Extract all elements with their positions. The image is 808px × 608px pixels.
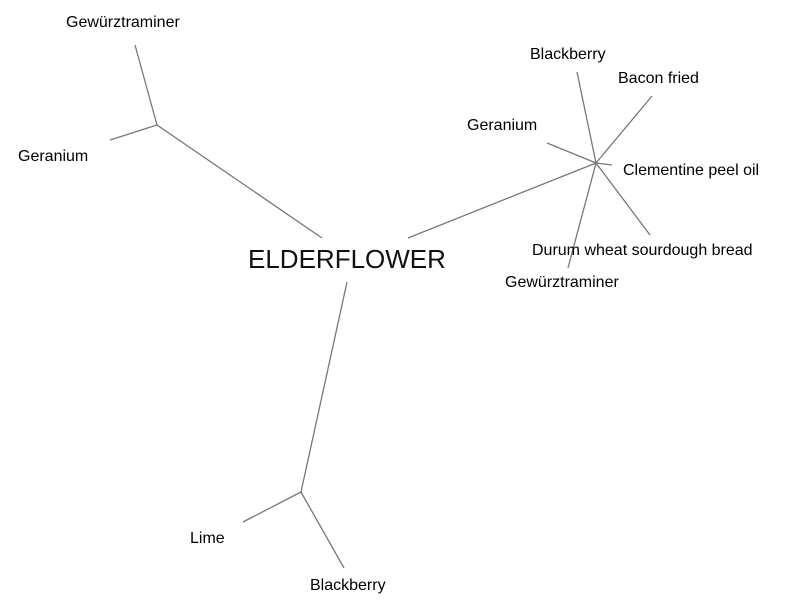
node-label[interactable]: Geranium <box>18 148 88 165</box>
edge-right-gewurztraminer <box>567 162 597 269</box>
center-node-label[interactable]: ELDERFLOWER <box>248 244 446 274</box>
edge-upper-left-gewurztraminer <box>134 44 158 126</box>
edge-right-blackberry <box>576 71 597 164</box>
edge-center-bottom <box>300 281 348 493</box>
edges <box>109 44 653 569</box>
edge-right-clementine <box>595 162 613 166</box>
edge-right-durum <box>595 162 651 236</box>
node-label[interactable]: Blackberry <box>310 577 386 594</box>
node-label[interactable]: Clementine peel oil <box>623 162 759 179</box>
node-label[interactable]: Durum wheat sourdough bread <box>532 242 753 259</box>
edge-right-geranium <box>546 142 597 164</box>
edge-right-bacon <box>595 95 653 164</box>
edge-center-right <box>407 162 597 239</box>
node-label[interactable]: Lime <box>190 530 225 547</box>
edge-center-upper-left <box>156 124 323 239</box>
edge-upper-left-geranium <box>109 124 158 141</box>
node-label[interactable]: Gewürztraminer <box>505 274 619 291</box>
node-label[interactable]: Bacon fried <box>618 70 699 87</box>
edge-bottom-lime <box>242 491 302 523</box>
node-label[interactable]: Blackberry <box>530 46 606 63</box>
node-label[interactable]: Geranium <box>467 117 537 134</box>
node-label[interactable]: Gewürztraminer <box>66 14 180 31</box>
edge-bottom-blackberry <box>300 491 345 569</box>
